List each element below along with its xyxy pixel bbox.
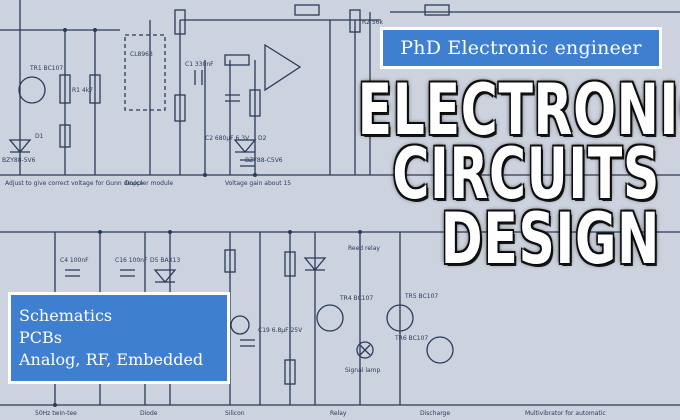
label-c1: C1 330nF [185,61,214,68]
services-box: Schematics PCBs Analog, RF, Embedded [8,292,230,384]
title-line-2: CIRCUITS [392,133,660,216]
label-c19: C19 6.8µF 25V [258,327,303,334]
label-silicon: Silicon [225,410,245,417]
service-item: PCBs [19,328,62,347]
label-diode: Diode [140,410,158,417]
label-doppler: Doppler module [125,180,173,187]
label-reed: Reed relay [348,245,380,252]
title-line-3: DESIGN [440,197,660,280]
label-r2: R2 56k [362,19,384,26]
service-item: Analog, RF, Embedded [19,350,204,369]
label-adjust: Adjust to give correct voltage for Gunn … [5,180,144,187]
label-zener-2: BZY88-C5V6 [245,157,283,164]
label-zener-1: BZY88-5V6 [2,157,36,164]
label-tr6: TR6 BC107 [394,335,428,342]
label-twin-tee: 50Hz twin-tee [35,410,77,417]
phd-badge: PhD Electronic engineer [380,27,662,69]
label-c16: C16 100nF [115,257,148,264]
label-discharge: Discharge [420,410,450,417]
label-c2: C2 680µF 6.3V [205,135,250,142]
phd-badge-text: PhD Electronic engineer [400,37,642,59]
service-item: Schematics [19,306,113,325]
label-multivibrator: Multivibrator for automatic [525,410,606,417]
label-tr5: TR5 BC107 [404,293,438,300]
label-ic: CL8963 [130,51,153,58]
label-r1: R1 4k7 [72,87,93,94]
label-c4: C4 100nF [60,257,89,264]
label-tr4: TR4 BC107 [339,295,373,302]
label-lamp: Signal lamp [345,367,381,374]
label-d5: D5 BAX13 [150,257,180,264]
label-gain: Voltage gain about 15 [225,180,291,187]
label-d2: D2 [258,135,267,142]
label-relay: Relay [330,410,347,417]
label-tr1: TR1 BC107 [29,65,63,72]
label-d1: D1 [35,133,44,140]
